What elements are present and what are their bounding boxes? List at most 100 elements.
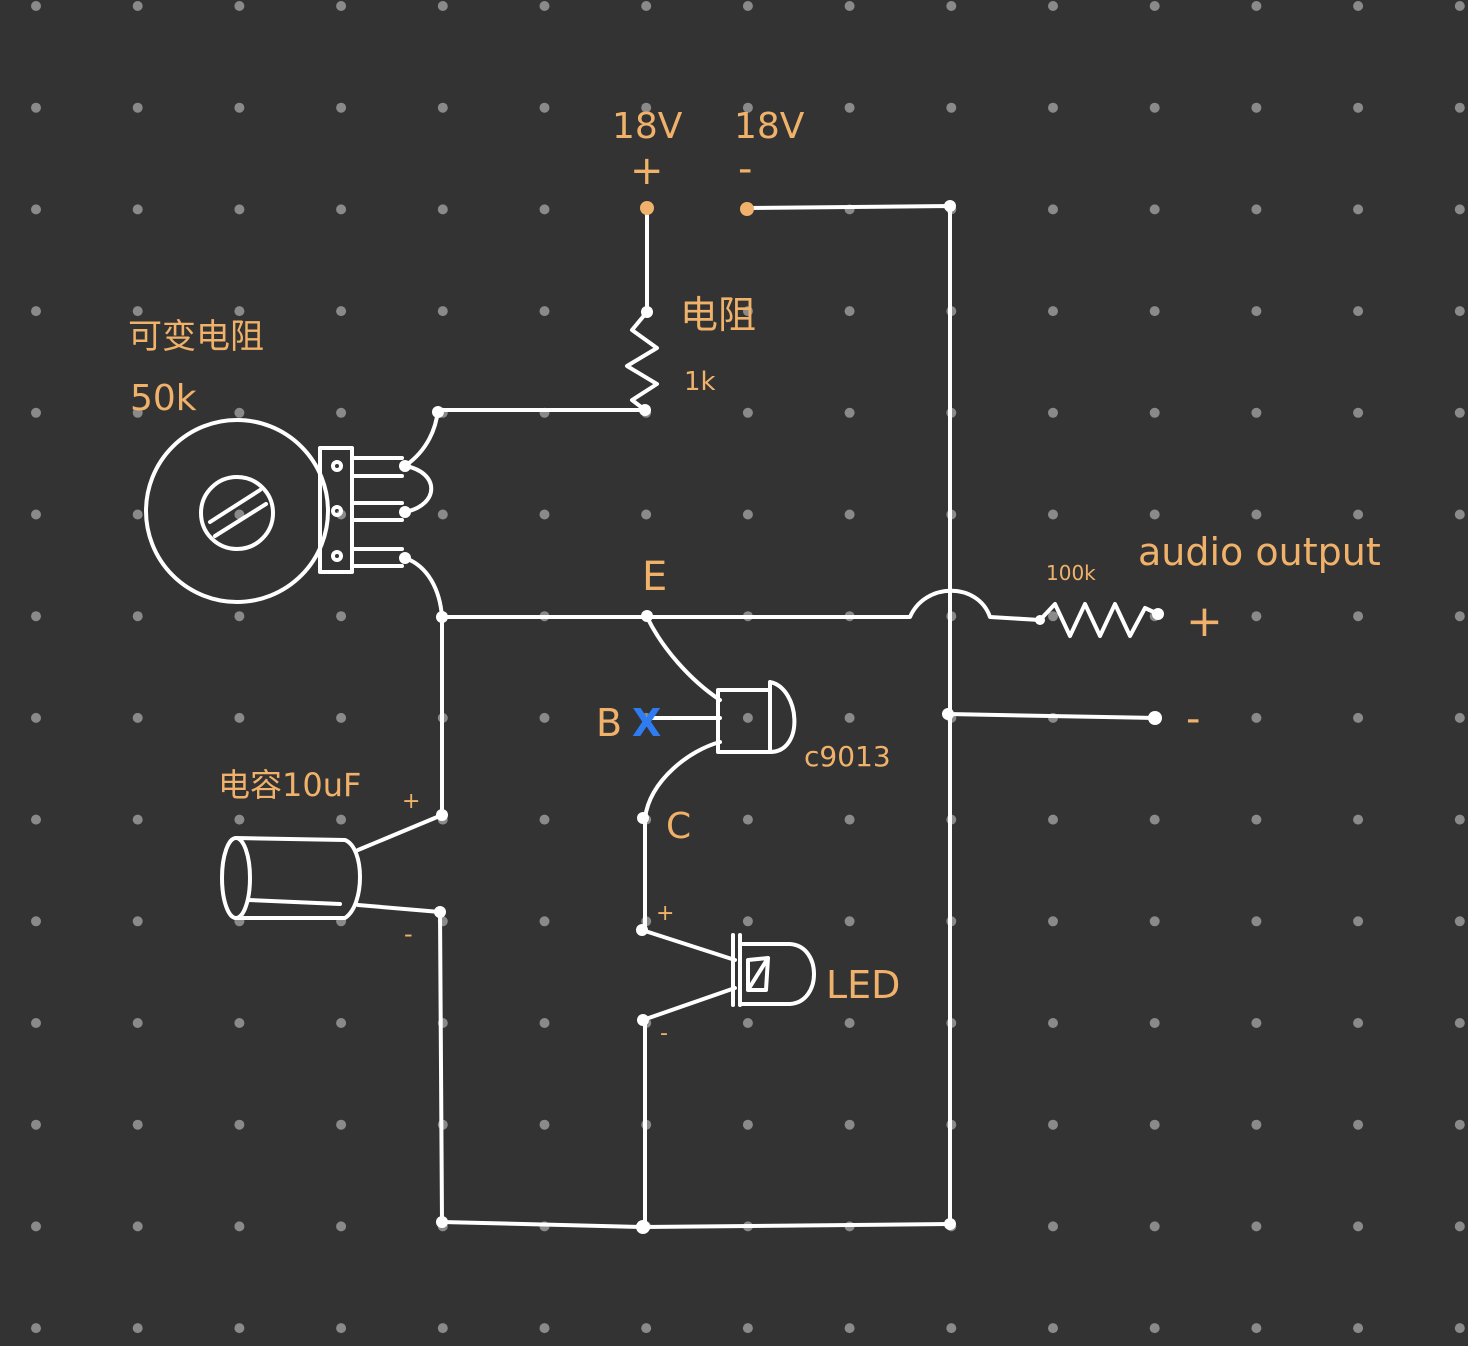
- base-cross-mark: X: [632, 701, 661, 745]
- wire-led-anode: [640, 928, 737, 962]
- grid-dot: [1454, 1323, 1465, 1334]
- node-output-negative: [1148, 711, 1162, 725]
- grid-dot: [1251, 916, 1262, 927]
- grid-dot: [336, 1221, 347, 1232]
- wire-pot-to-emitter-line: [403, 556, 444, 619]
- grid-dot: [336, 1, 347, 11]
- grid-dot: [31, 509, 41, 520]
- node-bottom-middle: [636, 1220, 650, 1234]
- grid-dot: [132, 916, 143, 927]
- grid-dot: [1048, 814, 1058, 825]
- grid-dot: [844, 1, 855, 11]
- grid-dot: [641, 1323, 652, 1334]
- potentiometer-body: [144, 418, 330, 604]
- capacitor-positive: +: [402, 789, 420, 814]
- grid-dot: [1454, 916, 1465, 927]
- grid-dot: [742, 1018, 753, 1028]
- grid-dot: [742, 407, 753, 418]
- grid-dot: [31, 1323, 41, 1334]
- grid-dot: [132, 306, 143, 317]
- grid-dot: [31, 407, 41, 418]
- grid-dot: [132, 509, 143, 520]
- grid-dot: [1353, 1323, 1364, 1334]
- potentiometer-value: 50k: [130, 378, 197, 419]
- potentiometer-leads: [350, 456, 404, 568]
- grid-dot: [1454, 1221, 1465, 1232]
- grid-dot: [31, 712, 41, 723]
- node-pot-top-wire: [432, 406, 444, 418]
- output-negative: -: [1186, 696, 1200, 742]
- grid-dot: [742, 1, 753, 11]
- grid-dot: [234, 102, 245, 113]
- grid-dot: [742, 509, 753, 520]
- node-bottom-right: [944, 1218, 956, 1230]
- grid-dot: [31, 204, 41, 215]
- grid-dot: [1048, 1119, 1058, 1130]
- grid-dot: [1454, 1, 1465, 11]
- grid-dot: [336, 611, 347, 622]
- grid-dot: [132, 1119, 143, 1130]
- potentiometer-knob: [199, 475, 275, 551]
- grid-dot: [437, 306, 448, 317]
- node-output-resistor-left: [1035, 615, 1045, 625]
- grid-dot: [234, 1119, 245, 1130]
- grid-dot: [742, 306, 753, 317]
- potentiometer-pin-1: [331, 460, 343, 472]
- grid-dot: [1353, 916, 1364, 927]
- capacitor-stripe: [246, 898, 342, 906]
- grid-dot: [1454, 509, 1465, 520]
- grid-dot: [1048, 204, 1058, 215]
- grid-dot: [1353, 306, 1364, 317]
- grid-dot: [1149, 509, 1160, 520]
- grid-dot: [1454, 1119, 1465, 1130]
- output-positive: +: [1186, 596, 1223, 647]
- node-collector: [637, 812, 649, 824]
- grid-dot: [1251, 1, 1262, 11]
- node-left-junction: [436, 611, 448, 623]
- grid-dot: [437, 1323, 448, 1334]
- potentiometer-name: 可变电阻: [128, 317, 264, 357]
- grid-dot: [336, 712, 347, 723]
- grid-dot: [1251, 1221, 1262, 1232]
- potentiometer-pin-2: [331, 505, 343, 517]
- grid-dot: [1353, 1221, 1364, 1232]
- grid-dot: [437, 204, 448, 215]
- grid-dot: [31, 306, 41, 317]
- emitter-label: E: [642, 554, 667, 600]
- grid-dot: [1149, 916, 1160, 927]
- grid-dot: [1149, 1, 1160, 11]
- grid-dot: [946, 1323, 957, 1334]
- grid-dot: [31, 814, 41, 825]
- capacitor-negative: -: [404, 920, 413, 948]
- grid-dot: [1048, 916, 1058, 927]
- grid-dot: [1454, 814, 1465, 825]
- grid-dot: [1251, 814, 1262, 825]
- grid-dot: [539, 712, 550, 723]
- node-rail-output: [942, 708, 954, 720]
- grid-dot: [1251, 407, 1262, 418]
- grid-dot: [742, 1119, 753, 1130]
- grid-dot: [1353, 407, 1364, 418]
- node-resistor-bottom: [639, 404, 651, 416]
- grid-dot: [336, 1119, 347, 1130]
- grid-dot: [1353, 1018, 1364, 1028]
- node-pot-pin-3: [399, 552, 411, 564]
- grid-dot: [336, 102, 347, 113]
- grid-dot: [1251, 306, 1262, 317]
- grid-dot: [1149, 1119, 1160, 1130]
- grid-dot: [1251, 611, 1262, 622]
- wire-pot-wiper-loop: [403, 464, 434, 514]
- potentiometer-terminal-block: [318, 446, 354, 574]
- grid-dot: [1149, 102, 1160, 113]
- node-cap-positive: [436, 809, 448, 821]
- grid-dot: [1149, 407, 1160, 418]
- grid-dot: [844, 306, 855, 317]
- grid-dot: [132, 102, 143, 113]
- supply-positive-voltage: 18V: [612, 106, 683, 147]
- grid-dot: [946, 1, 957, 11]
- grid-dot: [1149, 1323, 1160, 1334]
- grid-dot: [539, 509, 550, 520]
- node-bottom-left: [436, 1216, 448, 1228]
